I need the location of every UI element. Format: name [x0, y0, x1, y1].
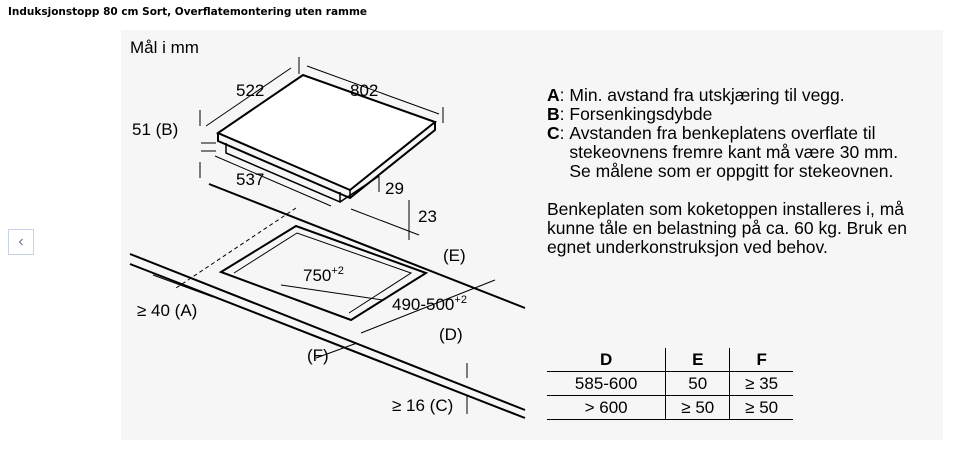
front-distance-c-label: ≥ 16 (C)	[392, 396, 453, 415]
note-key: B	[547, 104, 560, 124]
label-e: (E)	[443, 246, 466, 265]
table-row: 585-600 50 ≥ 35	[547, 371, 793, 396]
note-b: B: Forsenkingsdybde	[547, 104, 713, 124]
installation-drawing: Mål i mm	[121, 30, 943, 440]
note-text: Forsenkingsdybde	[569, 104, 713, 124]
label-d: (D)	[439, 325, 463, 344]
width-dimension: 802	[350, 81, 378, 100]
recess-depth-b-label: 51 (B)	[132, 120, 178, 139]
page-title: Induksjonstopp 80 cm Sort, Overflatemont…	[8, 6, 368, 18]
notes-block: A: Min. avstand fra utskjæring til vegg.…	[547, 86, 937, 257]
units-label: Mål i mm	[130, 38, 199, 57]
note-a: A: Min. avstand fra utskjæring til vegg.	[547, 85, 845, 105]
table-cell: ≥ 50	[665, 395, 730, 420]
dimension-drawing: Mål i mm	[129, 38, 526, 419]
table-header-row: D E F	[547, 348, 793, 372]
column-header: E	[665, 348, 730, 372]
depth-dimension: 522	[236, 81, 264, 100]
lower-width-dimension: 537	[236, 170, 264, 189]
table-cell: > 600	[547, 395, 666, 420]
note-c: C: Avstanden fra benkeplatens overflate …	[547, 123, 899, 181]
distance-table: D E F 585-600 50 ≥ 35 > 600 ≥ 50 ≥ 50	[547, 348, 793, 420]
note-text: Min. avstand fra utskjæring til vegg.	[569, 85, 845, 105]
column-header: D	[547, 348, 666, 372]
cutout-depth-dimension: 490-500+2	[392, 294, 467, 314]
previous-image-button[interactable]	[8, 229, 34, 255]
cooktop-dimension-lines	[199, 57, 444, 240]
height-29-dimension: 29	[385, 179, 404, 198]
cutout-width-dimension: 750+2	[303, 265, 344, 285]
countertop-outline	[129, 183, 526, 419]
note-key: A	[547, 85, 560, 105]
label-f: (F)	[307, 346, 329, 365]
note-text: Avstanden fra benkeplatens overflate til…	[569, 123, 899, 181]
min-wall-distance-a-label: ≥ 40 (A)	[137, 301, 197, 320]
countertop-dimension-lines	[152, 274, 496, 414]
table-cell: ≥ 50	[729, 395, 793, 420]
chevron-left-icon	[18, 238, 23, 246]
table-cell: 50	[665, 371, 730, 396]
install-note: Benkeplaten som koketoppen installeres i…	[547, 199, 907, 257]
note-key: C	[547, 123, 560, 143]
column-header: F	[729, 348, 793, 372]
cooktop-outline	[215, 73, 438, 204]
table-cell: 585-600	[547, 371, 666, 396]
table-row: > 600 ≥ 50 ≥ 50	[547, 395, 793, 420]
table-cell: ≥ 35	[729, 371, 793, 396]
height-23-dimension: 23	[418, 207, 437, 226]
